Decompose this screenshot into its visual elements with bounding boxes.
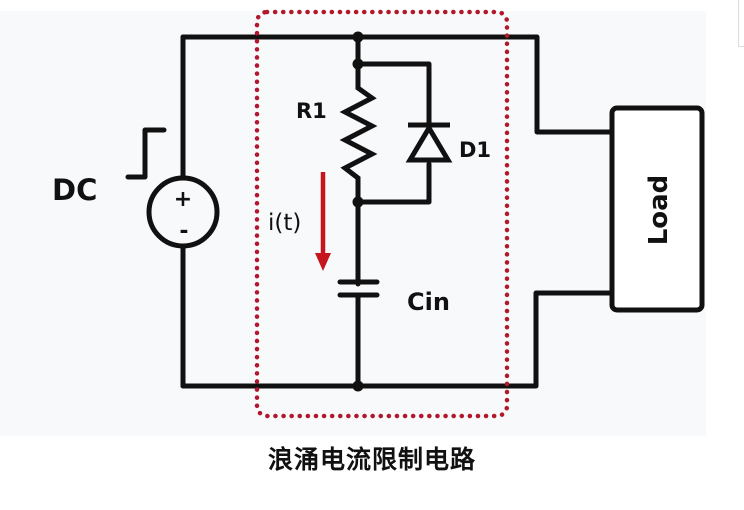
wire-bottom-rail <box>180 290 615 389</box>
diode-d1-symbol <box>405 122 453 163</box>
step-waveform-icon <box>125 127 167 180</box>
r1-label: R1 <box>296 99 327 123</box>
inrush-limiter-highlight-box <box>254 9 510 419</box>
capacitor-cin-symbol <box>337 279 380 298</box>
load-label: Load <box>644 175 674 246</box>
dc-source-symbol <box>146 175 220 249</box>
resistor-r1-symbol <box>339 64 378 202</box>
source-plus-label: + <box>174 187 192 212</box>
diagram-caption: 浪涌电流限制电路 <box>267 445 476 474</box>
junction-dots <box>352 31 364 392</box>
junction-dot <box>352 31 364 43</box>
wire-top-rail <box>180 34 615 135</box>
load-box <box>609 105 705 313</box>
junction-dot <box>352 58 364 70</box>
current-label: i(t) <box>268 210 301 236</box>
dc-label: DC <box>52 173 97 207</box>
junction-dot <box>352 380 364 392</box>
source-minus-label: - <box>179 219 188 244</box>
junction-dot <box>352 196 364 208</box>
cin-label: Cin <box>407 288 450 316</box>
current-arrow-icon <box>315 172 331 271</box>
diagram-background <box>0 11 706 436</box>
d1-label: D1 <box>459 138 491 162</box>
frame-edge <box>738 0 744 47</box>
wire-diode-loop <box>355 61 432 205</box>
